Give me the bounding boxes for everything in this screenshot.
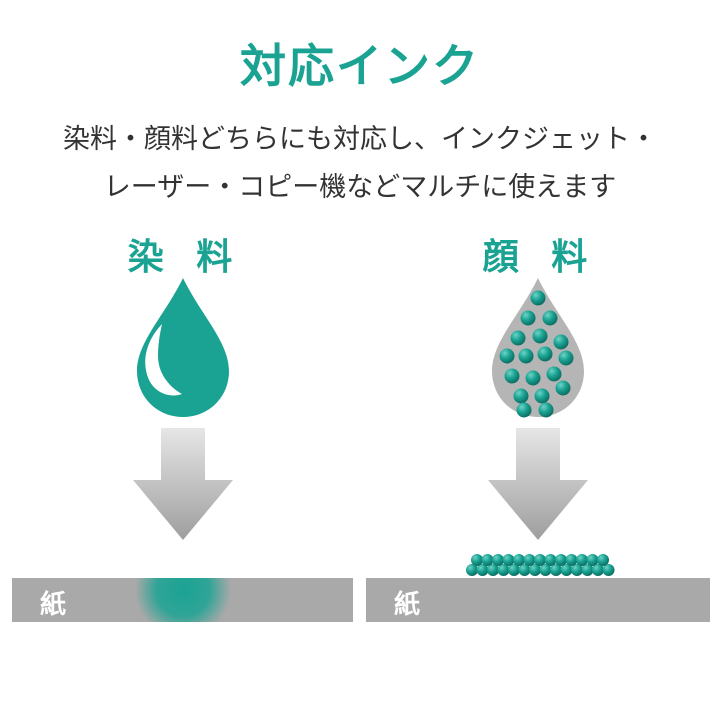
pigment-particle [602, 564, 615, 576]
pigment-label: 顔 料 [482, 237, 598, 278]
pigment-particle [555, 380, 571, 396]
surface-pigment-particles [466, 554, 615, 576]
pigment-particle [466, 564, 478, 576]
pigment-particle [520, 310, 536, 326]
pigment-particle [492, 554, 504, 566]
paper-label: 紙 [394, 590, 421, 620]
dye-label: 染 料 [127, 237, 243, 278]
pigment-particle [502, 554, 515, 566]
pigment-particle [518, 348, 534, 364]
pigment-particle [592, 564, 604, 576]
pigment-particle [544, 554, 557, 566]
pigment-particle [499, 348, 515, 364]
pigment-particle [576, 554, 588, 566]
down-arrow-icon [133, 428, 233, 540]
pigment-particle [581, 564, 594, 576]
pigment-particle [542, 310, 558, 326]
absorbed-ink-stain [135, 578, 231, 622]
pigment-particle [523, 554, 536, 566]
pigment-particle [529, 564, 541, 576]
pigment-particle [571, 564, 583, 576]
pigment-particle [508, 564, 520, 576]
page-title: 対応インク [240, 39, 480, 93]
pigment-particle [504, 368, 520, 384]
pigment-particle [537, 346, 553, 362]
pigment-particle [471, 554, 483, 566]
pigment-particle [560, 564, 573, 576]
pigment-particle [487, 564, 499, 576]
pigment-particle [597, 554, 609, 566]
down-arrow-icon [488, 428, 588, 540]
pigment-particle [558, 350, 574, 366]
pigment-particle [532, 328, 548, 344]
pigment-particle [510, 330, 526, 346]
ink-drop-icon [137, 278, 229, 417]
pigment-particle [534, 388, 550, 404]
pigment-particle [565, 554, 578, 566]
pigment-particle [539, 564, 552, 576]
pigment-particle [538, 402, 554, 418]
pigment-particle [586, 554, 599, 566]
pigment-particle [497, 564, 510, 576]
pigment-particle [513, 388, 529, 404]
description-line-1: 染料・顔料どちらにも対応し、インクジェット・ [63, 124, 657, 155]
paper-pigment [366, 578, 710, 622]
pigment-particle [516, 402, 532, 418]
pigment-particle [530, 290, 546, 306]
pigment-particle [513, 554, 525, 566]
description: 染料・顔料どちらにも対応し、インクジェット・ レーザー・コピー機などマルチに使え… [0, 116, 720, 212]
pigment-particle [550, 564, 562, 576]
pigment-drop-icon [492, 278, 584, 418]
pigment-particle [525, 370, 541, 386]
pigment-particle [534, 554, 546, 566]
pigment-particle [481, 554, 494, 566]
pigment-particle [546, 366, 562, 382]
pigment-particle [518, 564, 531, 576]
paper-label: 紙 [40, 590, 67, 620]
pigment-particle [476, 564, 489, 576]
pigment-particle [553, 334, 569, 350]
description-line-2: レーザー・コピー機などマルチに使えます [103, 172, 617, 203]
pigment-particle [555, 554, 567, 566]
